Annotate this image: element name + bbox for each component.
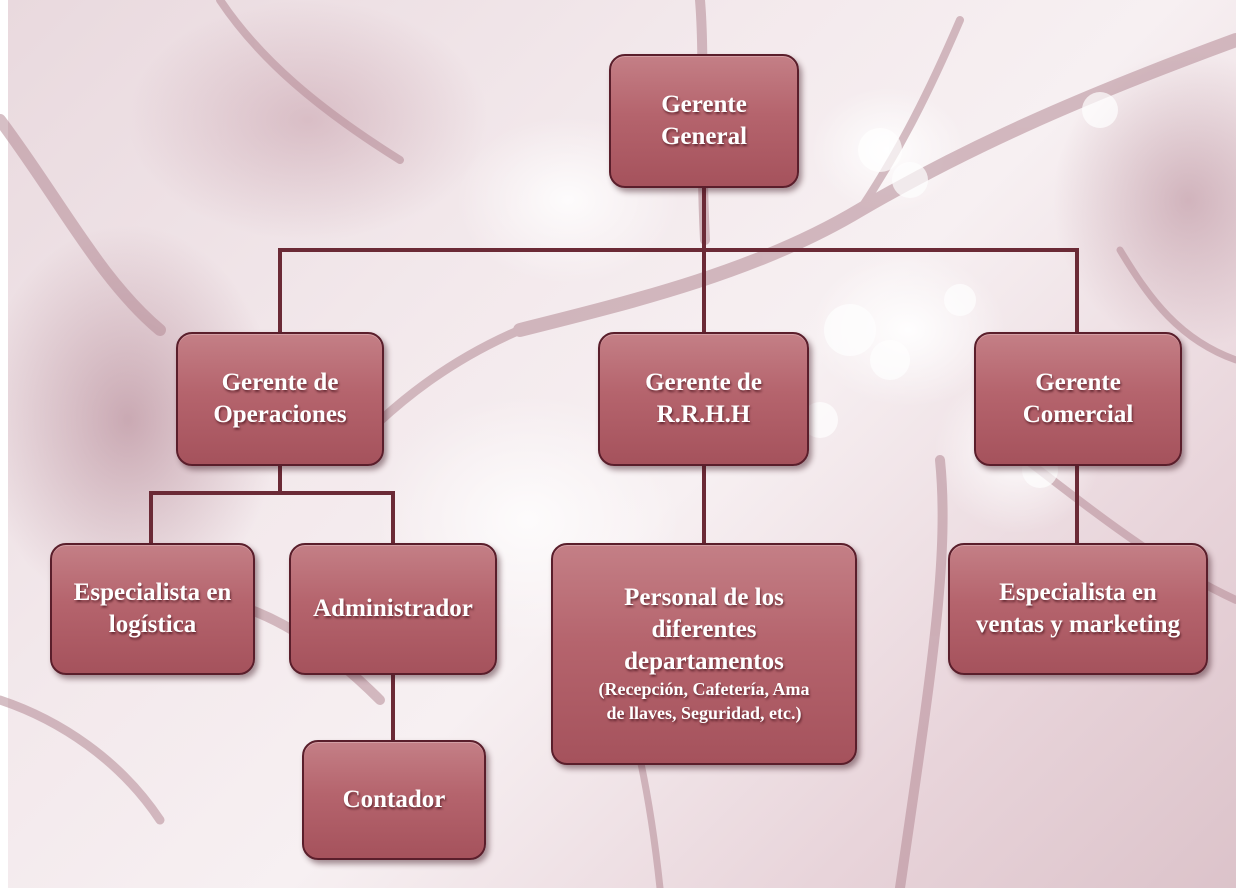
node-general-manager: Gerente General: [609, 54, 799, 188]
department-staff-sub-line-2: de llaves, Seguridad, etc.): [606, 703, 802, 723]
node-logistics-specialist: Especialista en logística: [50, 543, 255, 675]
node-commercial-manager: Gerente Comercial: [974, 332, 1182, 466]
node-administrator: Administrador: [289, 543, 497, 675]
department-staff-line-1: Personal de los: [624, 584, 784, 612]
node-operations-manager: Gerente de Operaciones: [176, 332, 384, 466]
logistics-specialist-line-2: logística: [108, 611, 197, 638]
sales-marketing-specialist-line-1: Especialista en: [999, 579, 1157, 606]
node-accountant: Contador: [302, 740, 486, 860]
commercial-manager-line-1: Gerente: [1035, 369, 1121, 396]
hr-manager-line-1: Gerente de: [645, 369, 762, 396]
general-manager-line-2: General: [660, 123, 748, 150]
sales-marketing-specialist-line-2: ventas y marketing: [975, 611, 1181, 638]
node-department-staff: Personal de los diferentes departamentos…: [551, 543, 857, 765]
department-staff-line-2: diferentes: [651, 616, 757, 644]
logistics-specialist-line-1: Especialista en: [73, 579, 232, 606]
operations-manager-line-2: Operaciones: [213, 401, 347, 428]
general-manager-line-1: Gerente: [661, 91, 747, 118]
hr-manager-line-2: R.R.H.H: [656, 401, 751, 428]
department-staff-sub-line-1: (Recepción, Cafetería, Ama: [598, 679, 810, 700]
department-staff-line-3: departamentos: [624, 648, 784, 676]
node-sales-marketing-specialist: Especialista en ventas y marketing: [948, 543, 1208, 675]
administrator-line-1: Administrador: [313, 595, 473, 622]
commercial-manager-line-2: Comercial: [1022, 401, 1134, 428]
operations-manager-line-1: Gerente de: [221, 369, 339, 396]
accountant-line-1: Contador: [342, 786, 446, 813]
node-hr-manager: Gerente de R.R.H.H: [598, 332, 809, 466]
